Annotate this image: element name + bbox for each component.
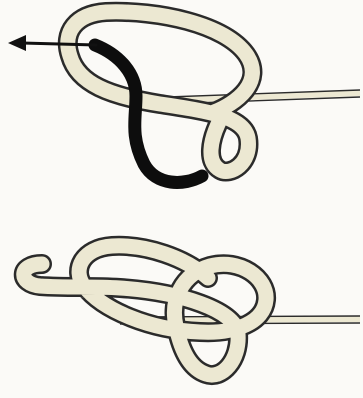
step-2-knot-body — [24, 246, 266, 375]
arrow-left-icon — [8, 35, 96, 51]
step-1-panel — [8, 12, 360, 183]
step-1-loop — [68, 12, 253, 172]
step-2-panel — [24, 246, 360, 375]
